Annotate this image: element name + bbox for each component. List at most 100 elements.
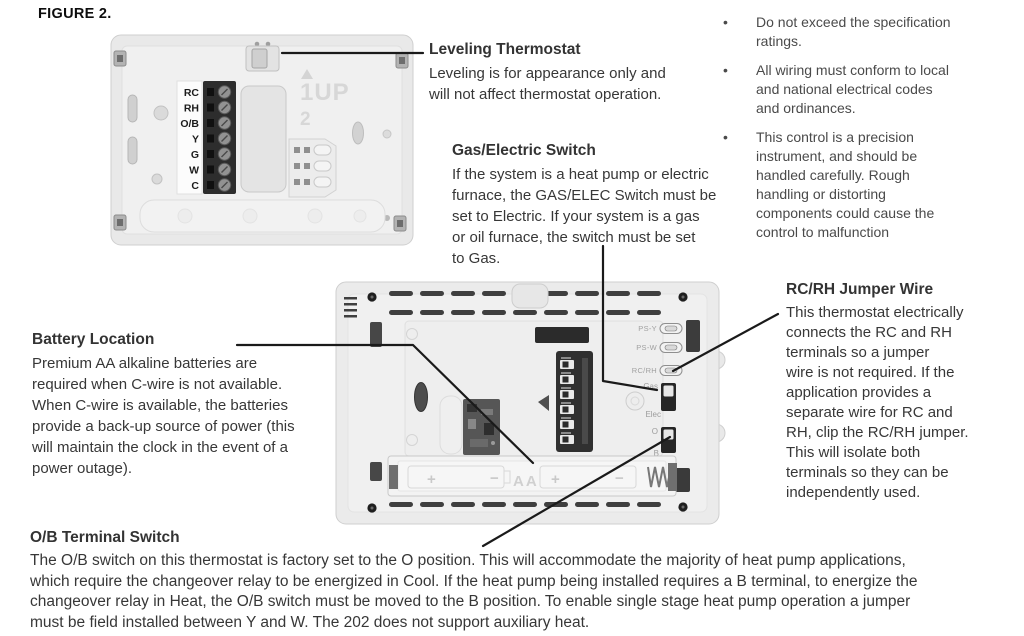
vent-slot bbox=[344, 303, 357, 306]
circuit-board bbox=[463, 399, 500, 455]
jumper-clip-slot bbox=[664, 325, 678, 332]
dip-switch-slot bbox=[562, 406, 569, 413]
vent-slot bbox=[482, 310, 506, 315]
plus-symbol: + bbox=[551, 471, 560, 488]
callout-rc-rh-title: RC/RH Jumper Wire bbox=[786, 281, 934, 298]
connector-tab bbox=[313, 176, 332, 188]
callout-gas-electric-line: set to Electric. If your system is a gas bbox=[452, 208, 700, 225]
display-window bbox=[535, 327, 589, 343]
plate-opening bbox=[240, 85, 287, 193]
vent-slot bbox=[606, 291, 630, 296]
battery-contact bbox=[668, 463, 677, 491]
connector-hole bbox=[294, 163, 300, 169]
battery-callout-line bbox=[235, 343, 535, 465]
callout-gas-electric-line: If the system is a heat pump or electric bbox=[452, 166, 709, 183]
triangle-icon bbox=[538, 395, 549, 411]
dip-label-mark bbox=[561, 357, 571, 359]
note-line: handling or distorting bbox=[756, 186, 886, 202]
callout-rc-rh: RC/RH Jumper Wire This thermostat electr… bbox=[786, 281, 1008, 503]
vent-slot bbox=[389, 502, 413, 507]
vent-slot bbox=[451, 310, 475, 315]
callout-battery: Battery Location Premium AA alkaline bat… bbox=[32, 331, 342, 479]
callout-rc-rh-line: connects the RC and RH bbox=[786, 324, 952, 341]
note-line: This control is a precision bbox=[756, 129, 914, 145]
vent-slot bbox=[544, 291, 568, 296]
callout-rc-rh-line: This thermostat electrically bbox=[786, 304, 964, 321]
callout-ob-line: which require the changeover relay to be… bbox=[30, 572, 918, 590]
vent-slot bbox=[637, 310, 661, 315]
bottom-bar bbox=[139, 199, 386, 233]
callout-battery-line: power outage). bbox=[32, 460, 133, 477]
jumper-clip-slot bbox=[664, 344, 678, 351]
connector-tab bbox=[313, 160, 332, 172]
o-label: O bbox=[652, 427, 658, 436]
screw-slot bbox=[221, 181, 228, 189]
terminal-label: C bbox=[191, 180, 199, 192]
wire-clamp-slot bbox=[207, 119, 214, 127]
vent-slot bbox=[482, 502, 506, 507]
dip-label-mark bbox=[561, 387, 571, 389]
callout-ob-title: O/B Terminal Switch bbox=[30, 529, 180, 546]
gas-elec-switch: Gas Elec bbox=[643, 382, 676, 419]
terminal-label: RC bbox=[184, 87, 200, 99]
note-line: control to malfunction bbox=[756, 224, 890, 240]
vent-slot bbox=[420, 310, 444, 315]
bullet-icon bbox=[723, 13, 756, 51]
rc-rh-callout-line bbox=[671, 312, 780, 373]
vent-slot bbox=[606, 502, 630, 507]
dip-label-mark bbox=[561, 417, 571, 419]
wire-clamp-slot bbox=[207, 165, 214, 174]
battery-spring bbox=[647, 466, 672, 488]
callout-battery-line: provide a back-up source of power (this bbox=[32, 418, 295, 435]
ob-switch: O B bbox=[652, 427, 676, 458]
jumper-label: RC/RH bbox=[632, 366, 657, 375]
thermostat-back-diagram: PS-Y PS-W RC/RH Gas Elec O B bbox=[335, 281, 726, 525]
minus-symbol: − bbox=[615, 470, 624, 487]
callout-leveling: Leveling Thermostat Leveling is for appe… bbox=[429, 41, 684, 105]
vent-slot bbox=[389, 291, 413, 296]
terminal-label: RH bbox=[184, 103, 199, 115]
jumper-label: PS-W bbox=[636, 343, 657, 352]
note-line: Do not exceed the specification bbox=[756, 14, 951, 30]
dip-switch-slot bbox=[562, 361, 569, 368]
vent-slot bbox=[451, 502, 475, 507]
terminal-label: G bbox=[191, 149, 199, 161]
dip-label-mark bbox=[561, 372, 571, 374]
dip-switches bbox=[560, 357, 574, 444]
vent-slot bbox=[544, 310, 568, 315]
dip-switch-slot bbox=[562, 436, 569, 443]
aa-label: AA bbox=[513, 473, 539, 490]
screw-bosses bbox=[406, 328, 645, 446]
wire-clamp-slot bbox=[207, 150, 214, 158]
screw-slot bbox=[221, 166, 228, 173]
terminal-label: O/B bbox=[180, 118, 199, 130]
callout-rc-rh-line: application provides a bbox=[786, 384, 932, 401]
callout-ob-line: must be field installed between Y and W.… bbox=[30, 613, 590, 631]
callout-gas-electric-line: furnace, the GAS/ELEC Switch must be bbox=[452, 187, 717, 204]
callout-leveling-line: Leveling is for appearance only and bbox=[429, 65, 666, 82]
figure-label: FIGURE 2. bbox=[38, 6, 112, 22]
minus-symbol: − bbox=[490, 470, 499, 487]
dip-switch-slot bbox=[562, 421, 569, 428]
dip-label-mark bbox=[561, 402, 571, 404]
vent-slot bbox=[575, 310, 599, 315]
note-line: and ordinances. bbox=[756, 100, 856, 116]
mounting-holes bbox=[127, 94, 392, 221]
note-line: and national electrical codes bbox=[756, 81, 933, 97]
callout-battery-line: Premium AA alkaline batteries are bbox=[32, 355, 258, 372]
callout-rc-rh-line: terminals so they can be bbox=[786, 464, 949, 481]
gas-label: Gas bbox=[643, 382, 658, 391]
terminal-label: Y bbox=[192, 134, 199, 146]
callout-ob-line: changeover relay in Heat, the O/B switch… bbox=[30, 593, 911, 610]
jumper-label: PS-Y bbox=[638, 324, 657, 333]
vent-slot bbox=[420, 502, 444, 507]
vent-slot bbox=[344, 297, 357, 300]
battery-tray: + − AA + − bbox=[387, 455, 677, 497]
connector-rows bbox=[294, 144, 332, 188]
corner-screws bbox=[367, 292, 688, 513]
plus-symbol: + bbox=[427, 471, 436, 488]
note-item: All wiring must conform to local and nat… bbox=[723, 61, 1023, 118]
callout-battery-line: required when C-wire is not available. bbox=[32, 376, 283, 393]
battery-contact bbox=[389, 465, 398, 489]
